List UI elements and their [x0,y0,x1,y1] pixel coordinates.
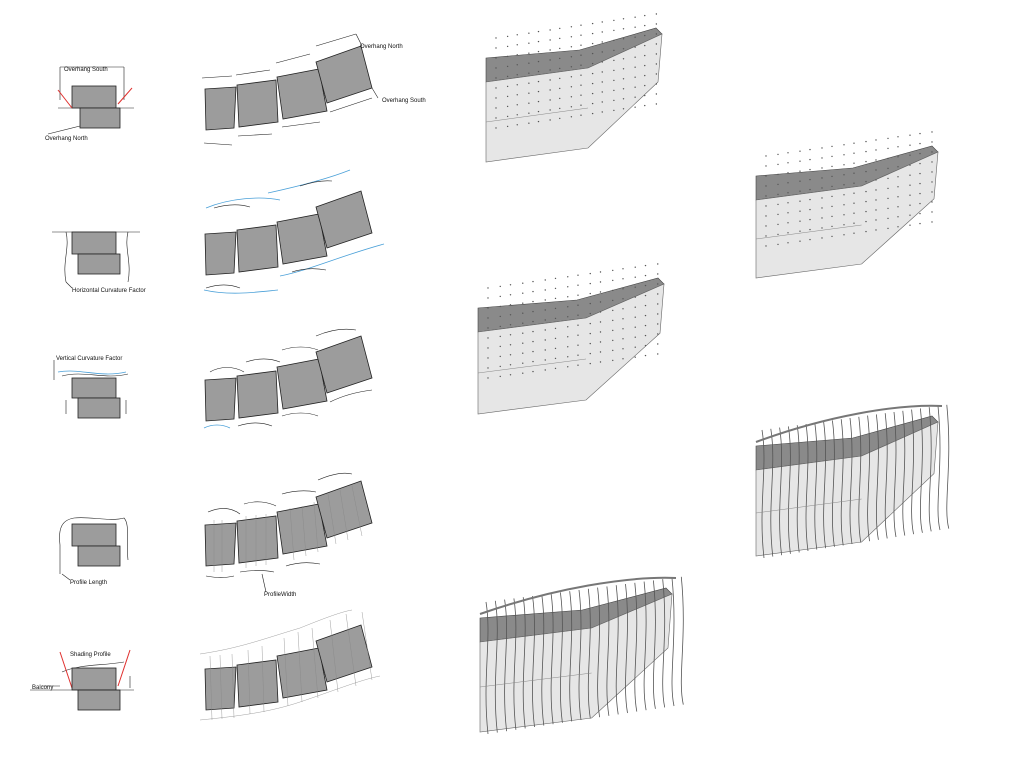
plan-profile: ProfileWidth [204,472,373,598]
section-profile: Profile Length [59,517,129,586]
section-shading: Shading Profile Balcony [30,649,134,711]
model-shading [479,576,684,735]
section-horizontal-curvature: Horizontal Curvature Factor [52,231,146,294]
model-overhang [485,13,663,163]
label-shading-profile: Shading Profile [70,652,111,658]
plan-overhang: Overhang North Overhang South [201,33,426,146]
model-curvature [477,263,665,415]
label-profile-length: Profile Length [70,580,107,586]
row-horizontal-curvature: Horizontal Curvature Factor [52,169,385,294]
label-overhang-south-plan: Overhang South [382,98,426,104]
label-overhang-south: Overhang South [64,67,108,73]
plan-shading [199,609,381,721]
model-combined-right [755,131,939,279]
shading-fins-plan [209,611,373,721]
facade-3d-models [477,13,950,735]
row-shading: Shading Profile Balcony [30,609,381,721]
plan-vertical-curvature [203,328,373,429]
section-overhang: Overhang South Overhang North [45,66,134,142]
row-vertical-curvature: Vertical Curvature Factor [53,328,373,429]
row-profile: Profile Length ProfileWidth [59,472,373,598]
plan-horizontal-curvature [203,169,385,294]
label-horizontal-curvature: Horizontal Curvature Factor [72,288,146,294]
label-overhang-north: Overhang North [45,136,88,142]
label-profile-width: ProfileWidth [264,592,296,598]
model-profile-right [755,404,950,559]
label-overhang-north-plan: Overhang North [360,44,403,50]
label-vertical-curvature: Vertical Curvature Factor [56,356,122,362]
section-vertical-curvature: Vertical Curvature Factor [53,356,129,419]
label-balcony: Balcony [32,685,53,691]
profile-fins-plan [213,485,363,572]
row-overhang: Overhang South Overhang North Overhang N… [45,33,426,146]
